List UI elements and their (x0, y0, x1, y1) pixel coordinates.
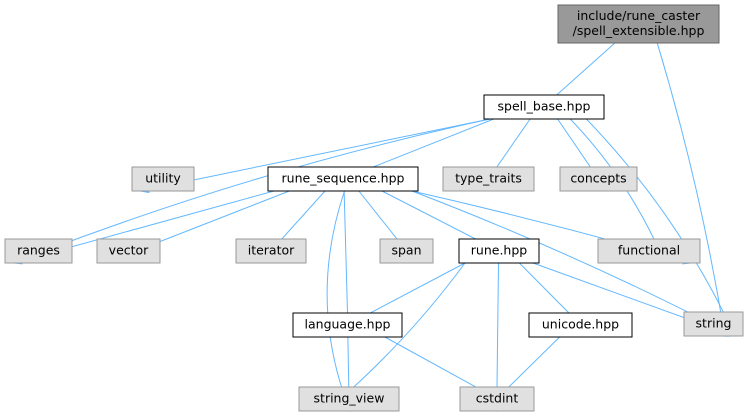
edge-spell-base-to-string (586, 118, 736, 337)
node-box (557, 4, 720, 44)
node-root[interactable]: include/rune_caster/spell_extensible.hpp (557, 4, 720, 44)
node-label: vector (109, 243, 150, 258)
node-vector: vector (96, 238, 161, 264)
node-label: spell_base.hpp (498, 99, 591, 114)
node-box (235, 238, 307, 264)
edge-rune-sequence-to-string-view (326, 190, 351, 412)
node-box (483, 94, 605, 120)
edges-layer (12, 42, 736, 412)
node-utility: utility (131, 166, 195, 192)
edge-spell-base-to-ranges (12, 118, 491, 264)
node-label: string_view (314, 391, 385, 406)
edge-root-to-string (656, 42, 728, 337)
node-label: include/rune_caster (577, 8, 701, 23)
node-label: iterator (248, 243, 295, 258)
node-label: language.hpp (305, 317, 391, 332)
node-type-traits: type_traits (442, 166, 535, 192)
nodes-layer: include/rune_caster/spell_extensible.hpp… (4, 4, 744, 412)
node-box (4, 238, 73, 264)
node-box (298, 386, 400, 412)
node-box (597, 238, 701, 264)
node-cstdint: cstdint (459, 386, 535, 412)
node-rune-sequence[interactable]: rune_sequence.hpp (267, 166, 419, 192)
node-box (379, 238, 434, 264)
node-label: ranges (17, 243, 60, 258)
node-functional: functional (597, 238, 701, 264)
node-box (96, 238, 161, 264)
node-label: unicode.hpp (542, 317, 619, 332)
node-label: utility (145, 171, 181, 186)
node-label: /spell_extensible.hpp (573, 23, 705, 38)
node-box (459, 386, 535, 412)
node-concepts: concepts (559, 166, 638, 192)
node-string-view: string_view (298, 386, 400, 412)
node-label: string (696, 316, 732, 331)
node-string: string (683, 311, 744, 337)
node-box (458, 238, 540, 264)
node-box (528, 312, 633, 338)
node-box (292, 312, 403, 338)
node-box (559, 166, 638, 192)
node-label: rune_sequence.hpp (282, 171, 405, 186)
node-ranges: ranges (4, 238, 73, 264)
node-rune[interactable]: rune.hpp (458, 238, 540, 264)
node-box (683, 311, 744, 337)
node-label: span (391, 243, 421, 258)
node-box (131, 166, 195, 192)
node-label: type_traits (455, 171, 522, 186)
node-spell-base[interactable]: spell_base.hpp (483, 94, 605, 120)
node-iterator: iterator (235, 238, 307, 264)
node-label: concepts (570, 171, 626, 186)
node-box (442, 166, 535, 192)
node-label: cstdint (476, 391, 519, 406)
node-label: rune.hpp (471, 243, 528, 258)
node-language[interactable]: language.hpp (292, 312, 403, 338)
node-box (267, 166, 419, 192)
node-unicode[interactable]: unicode.hpp (528, 312, 633, 338)
node-label: functional (618, 243, 680, 258)
node-span: span (379, 238, 434, 264)
